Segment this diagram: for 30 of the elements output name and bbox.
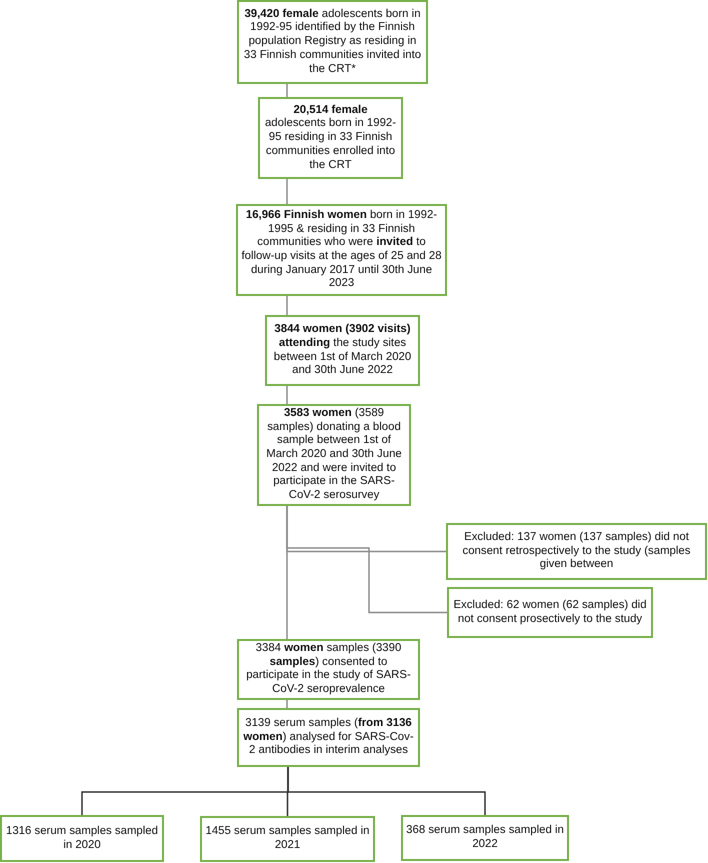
flow-box: [0, 815, 164, 862]
box-text: 39,420 female adolescents born in 1992-95 identified by the Finnish population Registry as residing in 33 Finnish communities invited into the CRT*: [242, 8, 422, 76]
box-text: 3844 women (3902 visits) attending the study sites between 1st of March 2020 and 30th June 2022: [272, 323, 412, 378]
flow-box: [237, 708, 420, 767]
connector-line: [286, 386, 288, 404]
flow-box: [401, 815, 569, 861]
box-text: 3139 serum samples (from 3136 women) analysed for SARS-Cov-2 antibodies in interim analyses: [242, 716, 415, 758]
box-text: 20,514 female adolescents born in 1992-95 residing in 33 Finnish communities enrolled into the CRT: [264, 104, 398, 172]
flow-box: [446, 523, 707, 580]
box-text: 1455 serum samples sampled in 2021: [205, 825, 370, 853]
flow-box: [447, 587, 653, 638]
flow-box: [237, 639, 420, 700]
connector-line: [286, 700, 288, 708]
connector-line: [287, 767, 486, 815]
connector-line: [286, 84, 288, 97]
connector-line: [286, 179, 288, 204]
flow-box: [258, 97, 403, 179]
flow-box: [265, 315, 420, 386]
box-text: Excluded: 137 women (137 samples) did not consent retrospectively to the study (samples given between: [462, 530, 692, 572]
connector-line: [286, 506, 288, 639]
flow-box: [200, 816, 375, 862]
box-text: Excluded: 62 women (62 samples) did not consent prosectively to the study: [452, 598, 648, 626]
flow-box: [237, 0, 428, 84]
box-text: 3384 women samples (3390 samples) consented to participate in the study of SARS-CoV-2 seroprevalence: [245, 642, 412, 697]
box-text: 3583 women (3589 samples) donating a blood sample between 1st of March 2020 and 30th June 2022 and were invited to participate in the SARS-CoV-2 serosurvey: [265, 407, 403, 503]
box-text: 368 serum samples sampled in 2022: [406, 824, 564, 852]
connector-line: [286, 296, 288, 315]
box-text: 16,966 Finnish women born in 1992-1995 & residing in 33 Finnish communities who were invited to follow-up visits at the ages of 25 and 28 during January 2017 until 30th June 2023: [241, 208, 442, 292]
box-text: 1316 serum samples sampled in 2020: [5, 824, 159, 852]
flow-box: [257, 404, 411, 506]
